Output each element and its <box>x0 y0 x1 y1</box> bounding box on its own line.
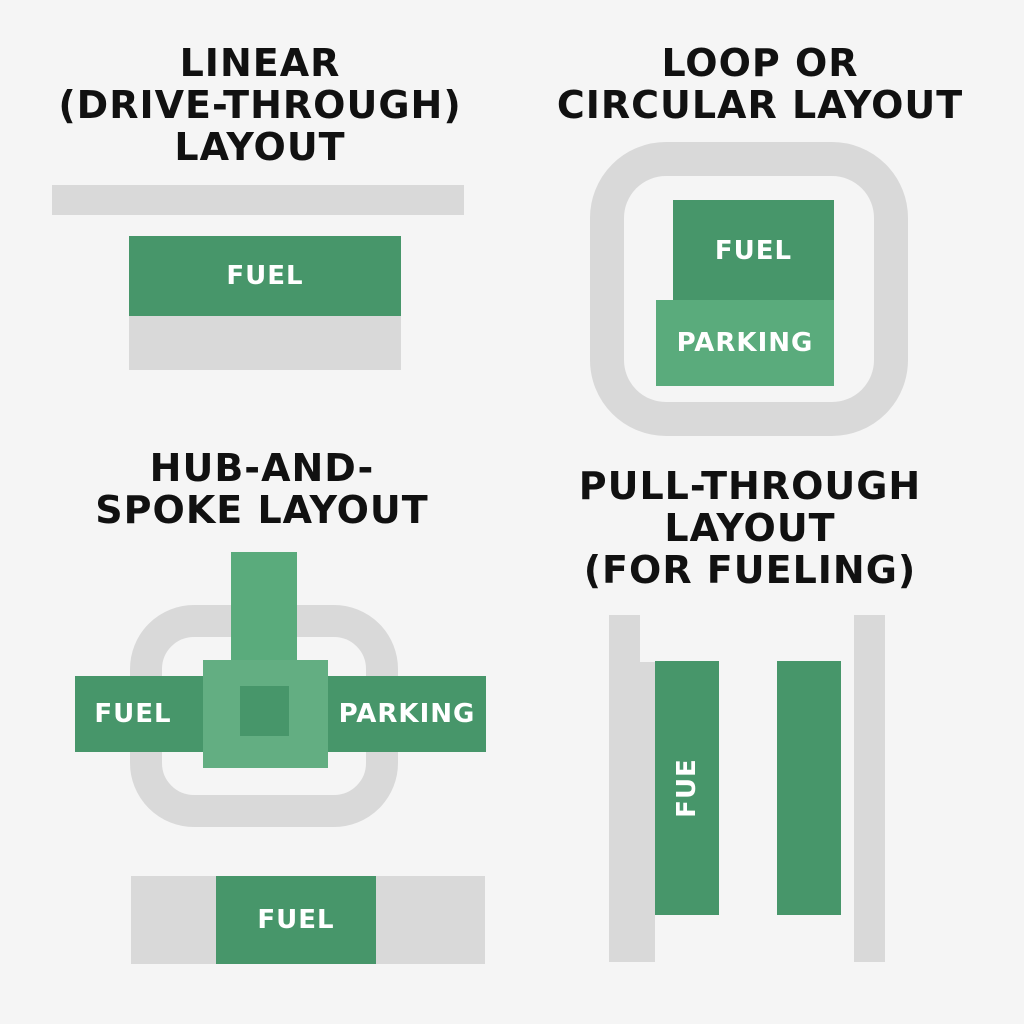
title-line: SPOKE LAYOUT <box>95 488 429 532</box>
linear-fuel-block: FUEL <box>129 236 401 316</box>
loop-layout-title: LOOP OR CIRCULAR LAYOUT <box>540 42 980 126</box>
title-line: CIRCULAR LAYOUT <box>556 83 964 127</box>
hub-parking-spoke: PARKING <box>328 676 486 752</box>
linear-lane <box>129 316 401 370</box>
title-line: (DRIVE-THROUGH) <box>58 83 462 127</box>
loop-fuel-block: FUEL <box>673 200 834 302</box>
loop-road-ring <box>590 142 908 436</box>
title-line: LAYOUT <box>664 506 836 550</box>
title-line: LOOP OR <box>661 41 859 85</box>
linear-layout-title: LINEAR (DRIVE-THROUGH) LAYOUT <box>40 42 480 168</box>
pull-through-layout-title: PULL-THROUGH LAYOUT (FOR FUELING) <box>530 465 970 591</box>
title-line: LINEAR <box>179 41 341 85</box>
parking-label: PARKING <box>676 328 814 358</box>
hub-bottom-fuel-block: FUEL <box>216 876 376 964</box>
fuel-label: FUEL <box>94 699 172 729</box>
fuel-label: FUEL <box>257 905 335 935</box>
hub-layout-title: HUB-AND- SPOKE LAYOUT <box>42 447 482 531</box>
hub-top-spoke <box>231 552 297 662</box>
hub-core <box>240 686 289 736</box>
title-line: PULL-THROUGH <box>578 464 922 508</box>
loop-parking-block: PARKING <box>656 300 834 386</box>
pull-through-right-road <box>854 615 885 962</box>
fuel-label: FUEL <box>714 236 793 266</box>
title-line: (FOR FUELING) <box>583 548 917 592</box>
linear-road <box>52 185 464 215</box>
hub-fuel-spoke: FUEL <box>75 676 203 752</box>
title-line: LAYOUT <box>174 125 346 169</box>
fuel-label: FUEL <box>226 261 304 291</box>
pull-through-left-road-step <box>640 662 655 962</box>
pull-through-fuel-lane: FUE <box>655 661 719 915</box>
pull-through-left-road <box>609 615 640 962</box>
pull-through-fuel-lane-2 <box>777 661 841 915</box>
title-line: HUB-AND- <box>149 446 375 490</box>
parking-label: PARKING <box>338 699 476 729</box>
fuel-label: FUE <box>671 758 702 818</box>
